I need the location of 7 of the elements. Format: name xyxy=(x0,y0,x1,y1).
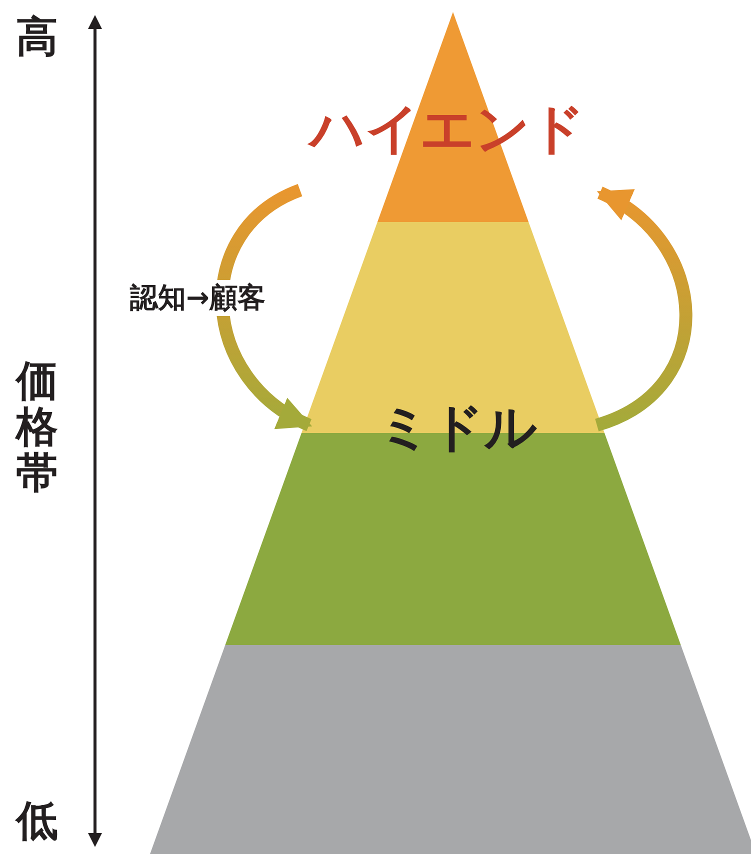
axis-label: 高 xyxy=(16,16,58,58)
edge-label: 認知→顧客 xyxy=(128,280,268,316)
curved-arrow xyxy=(216,184,312,431)
band-label: ミドル xyxy=(378,402,537,454)
curved-arrow xyxy=(594,186,692,432)
axis-label: 価格帯 xyxy=(16,358,59,497)
axis-label: 低 xyxy=(16,800,58,842)
